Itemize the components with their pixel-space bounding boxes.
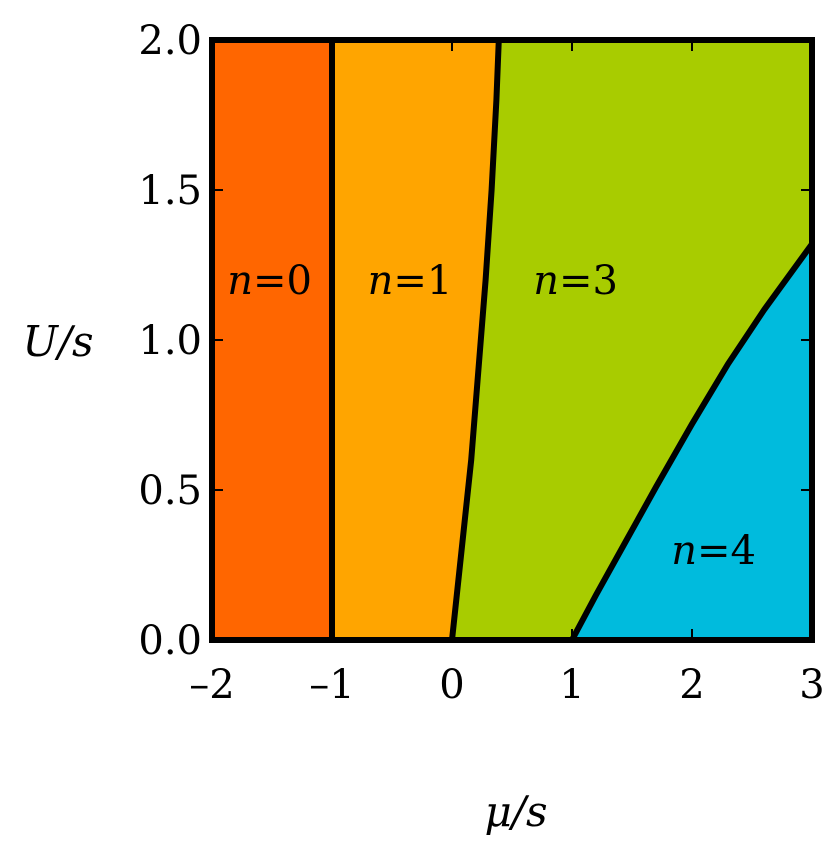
x-tick-label: 1	[559, 662, 584, 708]
x-axis-title: μ/s	[485, 787, 548, 836]
y-tick-label: 1.5	[138, 168, 202, 214]
y-tick-label: 0.5	[138, 468, 202, 514]
y-tick-label: 0.0	[138, 618, 202, 664]
boundary-n3-n4	[569, 241, 815, 643]
region-label-3: n=4	[671, 528, 756, 574]
region-label-0: n=0	[227, 258, 312, 304]
x-tick-label: 0	[439, 662, 464, 708]
region-label-1: n=1	[368, 258, 453, 304]
y-tick-label: 2.0	[138, 18, 202, 64]
x-tick-label: –1	[309, 662, 354, 708]
x-tick-label: –2	[189, 662, 234, 708]
region-fill-0	[211, 39, 333, 641]
x-tick-label: 2	[679, 662, 704, 708]
boundary-n1-n3	[449, 37, 502, 643]
region-label-2: n=3	[533, 258, 618, 304]
y-axis-title: U/s	[22, 317, 93, 366]
y-tick-label: 1.0	[138, 318, 202, 364]
x-tick-label: 3	[799, 662, 824, 708]
